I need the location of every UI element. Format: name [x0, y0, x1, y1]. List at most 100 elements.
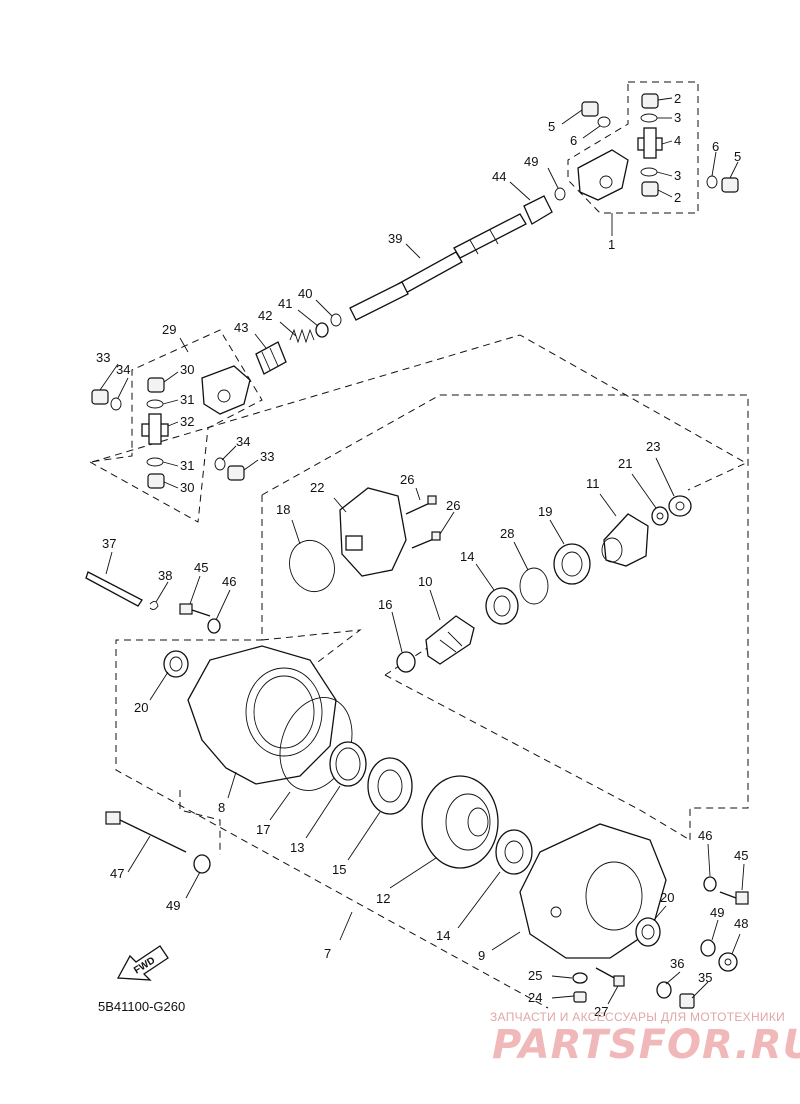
label-9: 9 — [478, 948, 485, 963]
part-15-bearing — [367, 757, 413, 815]
label-43: 43 — [234, 320, 248, 335]
part-34b-circlip — [214, 457, 226, 471]
leader-lines — [99, 97, 745, 1005]
part-26b-bolt — [411, 531, 441, 549]
part-42-spring — [289, 328, 315, 344]
part-49b-washer — [193, 854, 211, 874]
part-18-o-ring — [289, 539, 335, 593]
label-5b: 5 — [734, 149, 741, 164]
label-45b: 45 — [734, 848, 748, 863]
part-yoke-front — [577, 149, 629, 201]
label-6a: 6 — [570, 133, 577, 148]
label-34a: 34 — [116, 362, 130, 377]
label-16: 16 — [378, 597, 392, 612]
part-14b-bearing — [495, 829, 533, 875]
label-33a: 33 — [96, 350, 110, 365]
label-4: 4 — [674, 133, 681, 148]
label-42: 42 — [258, 308, 272, 323]
part-39-drive-shaft — [349, 213, 527, 321]
label-35: 35 — [698, 970, 712, 985]
part-47-bolt — [105, 811, 187, 853]
label-26a: 26 — [400, 472, 414, 487]
part-43-dust-boot — [255, 341, 287, 375]
label-49c: 49 — [710, 905, 724, 920]
label-12: 12 — [376, 891, 390, 906]
part-16-bearing — [396, 651, 416, 673]
label-13: 13 — [290, 840, 304, 855]
part-33b-bearing-cup — [227, 465, 245, 481]
diagram-code: 5B41100-G260 — [98, 999, 186, 1014]
part-20a-seal — [163, 650, 189, 678]
part-27-bolt — [595, 967, 625, 987]
part-41-washer — [315, 322, 329, 338]
label-2b: 2 — [674, 190, 681, 205]
part-49a-circlip — [554, 187, 566, 201]
label-36: 36 — [670, 956, 684, 971]
label-7: 7 — [324, 946, 331, 961]
part-31b-circlip — [146, 457, 164, 467]
label-3a: 3 — [674, 110, 681, 125]
label-2a: 2 — [674, 91, 681, 106]
part-33a-bearing-cup — [91, 389, 109, 405]
part-4-spider — [637, 127, 663, 159]
part-31a-circlip — [146, 399, 164, 409]
part-28-o-ring — [519, 567, 549, 605]
label-26b: 26 — [446, 498, 460, 513]
label-17: 17 — [256, 822, 270, 837]
part-6b-circlip — [706, 175, 718, 189]
part-yoke-rear — [201, 365, 251, 415]
label-14b: 14 — [436, 928, 450, 943]
label-14a: 14 — [460, 549, 474, 564]
part-45b-bolt — [719, 891, 749, 905]
part-49c-washer — [700, 939, 716, 957]
label-45a: 45 — [194, 560, 208, 575]
label-48: 48 — [734, 916, 748, 931]
part-25-washer — [572, 972, 588, 984]
label-5a: 5 — [548, 119, 555, 134]
label-19: 19 — [538, 504, 552, 519]
label-30a: 30 — [180, 362, 194, 377]
label-27: 27 — [594, 1004, 608, 1019]
label-46a: 46 — [222, 574, 236, 589]
part-30b-bearing-cup — [147, 473, 165, 489]
label-20b: 20 — [660, 890, 674, 905]
part-46b-washer — [703, 876, 717, 892]
part-11-coupling-gear — [601, 513, 649, 567]
part-2a-bearing-cup — [641, 93, 659, 109]
watermark-logo: PARTSFOR.RU — [492, 1022, 800, 1068]
label-18: 18 — [276, 502, 290, 517]
part-36-washer — [656, 981, 672, 999]
part-22-bearing-housing — [339, 487, 407, 577]
part-19-oil-seal — [553, 543, 591, 585]
part-48-nut — [718, 952, 738, 972]
fwd-arrow-icon: FWD — [116, 945, 169, 981]
part-21-washer — [651, 506, 669, 526]
label-31a: 31 — [180, 392, 194, 407]
part-12-ring-gear — [421, 775, 499, 869]
part-8-differential-case — [187, 645, 337, 785]
label-23: 23 — [646, 439, 660, 454]
label-46b: 46 — [698, 828, 712, 843]
label-24: 24 — [528, 990, 542, 1005]
label-20a: 20 — [134, 700, 148, 715]
part-40-circlip — [330, 313, 342, 327]
part-46a-washer — [207, 618, 221, 634]
part-30a-bearing-cup — [147, 377, 165, 393]
label-34b: 34 — [236, 434, 250, 449]
part-5b-bearing-cup — [721, 177, 739, 193]
label-22: 22 — [310, 480, 324, 495]
part-5a-bearing-cup — [581, 101, 599, 117]
callout-labels: 2 3 5 6 4 6 5 3 2 49 44 1 39 40 41 42 43… — [96, 91, 748, 1019]
label-11: 11 — [586, 476, 600, 491]
label-47: 47 — [110, 866, 124, 881]
part-3b-circlip — [640, 167, 658, 177]
label-49a: 49 — [524, 154, 538, 169]
label-10: 10 — [418, 574, 432, 589]
part-10-pinion-gear — [425, 615, 475, 665]
part-45a-bolt — [179, 603, 211, 617]
label-49b: 49 — [166, 898, 180, 913]
label-3b: 3 — [674, 168, 681, 183]
label-28: 28 — [500, 526, 514, 541]
label-15: 15 — [332, 862, 346, 877]
